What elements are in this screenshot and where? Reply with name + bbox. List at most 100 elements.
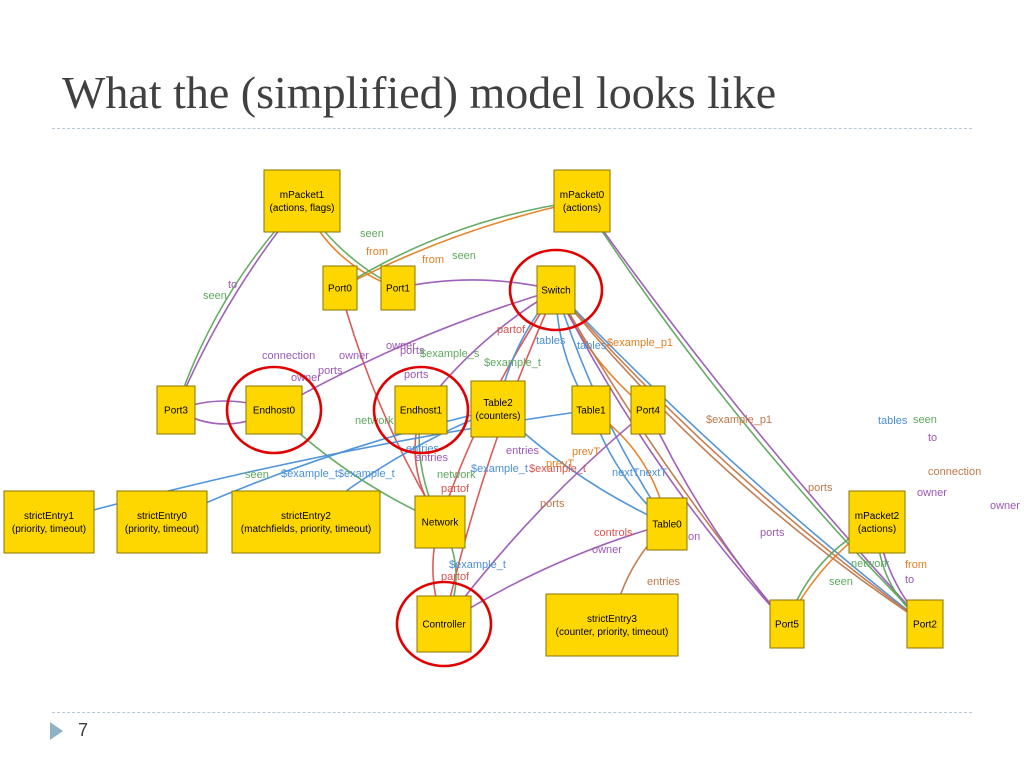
highlight-circle-switch	[508, 248, 604, 332]
node-attributes: (actions, flags)	[269, 203, 334, 214]
edge-m-packet0-to-port0	[339, 200, 583, 289]
node-name: Port1	[386, 284, 410, 295]
node-attributes: (counters)	[475, 411, 520, 422]
edge-port4-to-controller	[443, 409, 649, 625]
edge-label: owner	[386, 340, 416, 352]
node-name: strictEntry1	[24, 511, 74, 522]
slide-title: What the (simplified) model looks like	[62, 67, 777, 118]
edge-label: ports	[760, 527, 785, 539]
edge-label: $example_t	[484, 357, 541, 369]
node-attributes: (priority, timeout)	[12, 524, 86, 535]
edge-m-packet0-to-port2	[581, 200, 926, 625]
edge-label: owner	[592, 544, 622, 556]
edge-label: ports	[400, 345, 425, 357]
node-table1: Table1	[571, 385, 611, 435]
edge-label: partof	[441, 571, 470, 583]
edge-label: $example_t	[529, 463, 586, 475]
node-strict-entry0: strictEntry0 (priority, timeout)	[116, 490, 208, 554]
edge-label: entries	[647, 576, 681, 588]
node-name: strictEntry0	[137, 511, 187, 522]
edge-label: tables	[878, 415, 908, 427]
edge-label: ports	[540, 498, 565, 510]
edge-label: partof	[441, 483, 470, 495]
page-number: 7	[78, 720, 89, 740]
highlight-circle-endhost1	[372, 365, 470, 455]
edge-label: from	[422, 254, 444, 266]
edge-switch-to-port2	[555, 289, 926, 625]
edge-label: controls	[594, 527, 633, 539]
edge-label: entries	[506, 445, 540, 457]
edge-label: $example_p1	[607, 337, 673, 349]
edge-label: $example_t	[449, 559, 506, 571]
edge-m-packet0-to-port0	[339, 200, 583, 289]
node-name: Port3	[164, 406, 188, 417]
edge-label: seen	[829, 576, 853, 588]
edge-switch-to-port5	[555, 289, 788, 625]
edge-label: from	[905, 559, 927, 571]
edge-label: seen	[360, 228, 384, 240]
edge-switch-to-port2	[555, 289, 926, 625]
highlight-circle-endhost0	[225, 365, 323, 455]
edge-label: network	[851, 558, 890, 570]
node-strict-entry2: strictEntry2 (matchfields, priority, time…	[231, 490, 381, 554]
node-attributes: (matchfields, priority, timeout)	[241, 524, 371, 535]
node-strict-entry1: strictEntry1 (priority, timeout)	[3, 490, 95, 554]
node-attributes: (priority, timeout)	[125, 524, 199, 535]
node-name: Switch	[541, 286, 570, 297]
node-strict-entry3: strictEntry3(counter, priority, timeout)	[545, 593, 679, 657]
edge-label: $example_s	[420, 348, 480, 360]
node-port0: Port0	[322, 265, 358, 311]
node-name: Port2	[913, 620, 937, 631]
edge-label: seen	[452, 250, 476, 262]
node-m-packet2: mPacket2(actions)	[848, 490, 906, 554]
edge-label: nextTnextT	[612, 467, 667, 479]
node-port3: Port3	[156, 385, 196, 435]
node-controller: Controller	[416, 595, 472, 653]
node-attributes: (actions)	[563, 203, 601, 214]
slide-marker-triangle-icon	[50, 722, 63, 740]
node-name: mPacket2	[855, 511, 900, 522]
edge-label: $example_p1	[706, 414, 772, 426]
node-name: Endhost1	[400, 406, 443, 417]
node-name: Port0	[328, 284, 352, 295]
node-name: Endhost0	[253, 406, 296, 417]
edge-label: prevT	[546, 458, 574, 470]
edge-switch-to-port2	[555, 289, 926, 625]
highlight-layer	[225, 248, 604, 668]
node-port4: Port4	[630, 385, 666, 435]
node-table0: Table0	[646, 497, 688, 551]
node-name: Port5	[775, 620, 799, 631]
edge-label: tables	[577, 340, 607, 352]
edge-label: to	[228, 279, 237, 291]
edge-label: prevT	[572, 446, 600, 458]
nodes-layer: mPacket1 (actions, flags) mPacket0(actions…	[3, 169, 944, 657]
node-endhost0: Endhost0	[245, 385, 303, 435]
edge-label: ports	[318, 365, 343, 377]
node-network: Network	[414, 495, 466, 549]
edge-label: connection	[928, 466, 981, 478]
node-port2: Port2	[906, 599, 944, 649]
edge-label: seen	[245, 469, 269, 481]
node-name: mPacket1	[280, 190, 325, 201]
edge-label: $example_t	[471, 463, 528, 475]
node-port1: Port1	[380, 265, 416, 311]
highlight-circle-controller	[395, 580, 493, 668]
node-name: strictEntry2	[281, 511, 331, 522]
node-attributes: (counter, priority, timeout)	[556, 627, 669, 638]
edge-label: connection	[262, 350, 315, 362]
node-table2: Table2 (counters)	[470, 380, 526, 438]
node-endhost1: Endhost1	[394, 385, 448, 435]
edge-label: partof	[497, 324, 526, 336]
node-name: Table2	[483, 398, 513, 409]
edge-label: network	[437, 469, 476, 481]
edge-switch-to-controller	[443, 289, 557, 625]
edge-label: from	[366, 246, 388, 258]
node-name: Port4	[636, 406, 660, 417]
edges-layer	[48, 200, 926, 626]
edge-label: to	[928, 432, 937, 444]
footer-divider	[52, 712, 972, 713]
edge-label: ports	[808, 482, 833, 494]
node-m-packet0: mPacket0(actions)	[553, 169, 611, 233]
node-name: Network	[422, 518, 460, 529]
